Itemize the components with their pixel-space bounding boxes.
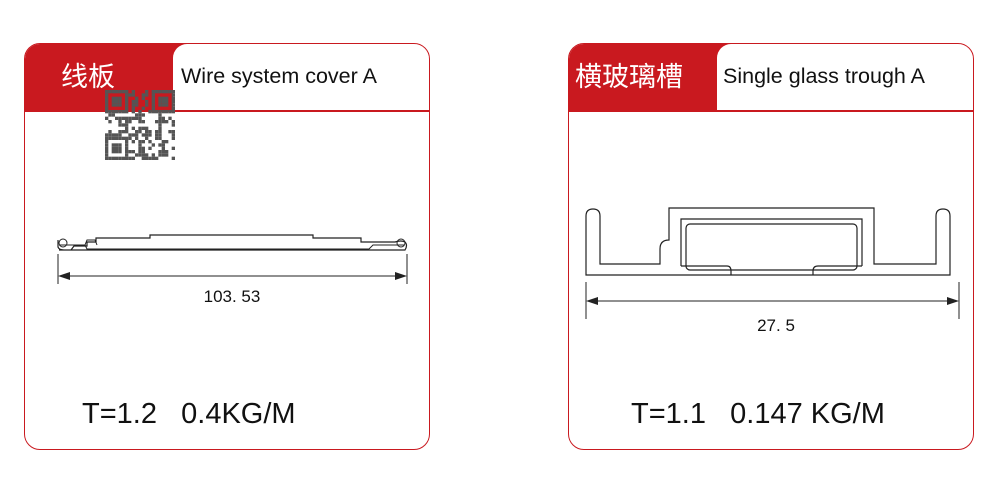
profile-name-cn: 横玻璃槽 — [575, 62, 683, 93]
profile-name-box: Wire system cover A — [173, 44, 429, 110]
profile-card-wire-cover: 线板 Wire system cover A 103. 53 T=1.2 0.4… — [24, 43, 430, 450]
profile-card-glass-trough: 横玻璃槽 Single glass trough A 27. 5 T=1.1 0… — [568, 43, 974, 450]
arrow-right-icon — [395, 272, 407, 280]
card-header: 线板 Wire system cover A — [25, 44, 429, 112]
dimension-label: 27. 5 — [757, 316, 795, 335]
profile-outline — [57, 234, 408, 251]
profile-outline — [585, 207, 951, 276]
profile-spec: T=1.2 0.4KG/M — [82, 398, 296, 430]
profile-name-box: Single glass trough A — [717, 44, 973, 110]
profile-name-en: Wire system cover A — [181, 64, 377, 88]
profile-name-en: Single glass trough A — [723, 64, 925, 88]
profile-name-cn: 线板 — [61, 62, 115, 93]
arrow-right-icon — [947, 297, 959, 305]
glass-trough-profile-drawing: 27. 5 — [585, 207, 960, 335]
qr-code-icon — [105, 90, 175, 160]
dimension-label: 103. 53 — [204, 287, 261, 306]
arrow-left-icon — [586, 297, 598, 305]
profile-spec: T=1.1 0.147 KG/M — [631, 398, 885, 430]
card-header: 横玻璃槽 Single glass trough A — [569, 44, 973, 112]
wire-cover-profile-drawing: 103. 53 — [57, 234, 408, 306]
arrow-left-icon — [58, 272, 70, 280]
